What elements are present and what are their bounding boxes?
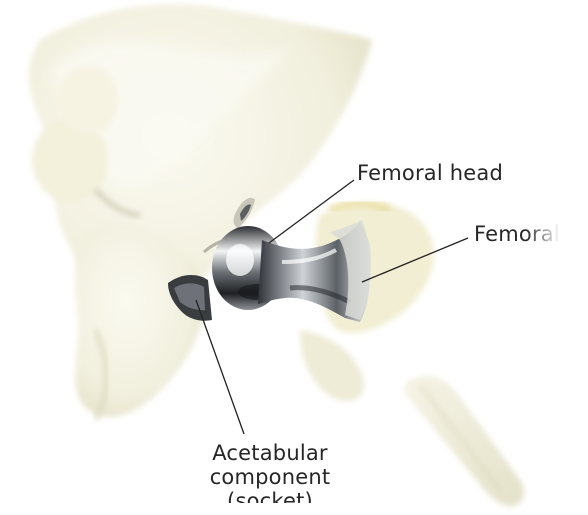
acetabular-component-label: Acetabular component (socket) — [187, 441, 353, 503]
femoral-stem-label: Femoral — [474, 221, 560, 247]
leader-line-acetabular — [196, 300, 244, 434]
femoral-stem-label-text: Femoral — [474, 221, 560, 247]
acetabular-label-line3: (socket) — [187, 489, 353, 503]
acetabular-label-line2: component — [187, 465, 353, 489]
acetabular-label-line1: Acetabular — [187, 441, 353, 465]
femoral-stem-implant — [258, 220, 371, 322]
femoral-head-label: Femoral head — [357, 160, 503, 186]
femoral-shaft — [405, 376, 524, 506]
